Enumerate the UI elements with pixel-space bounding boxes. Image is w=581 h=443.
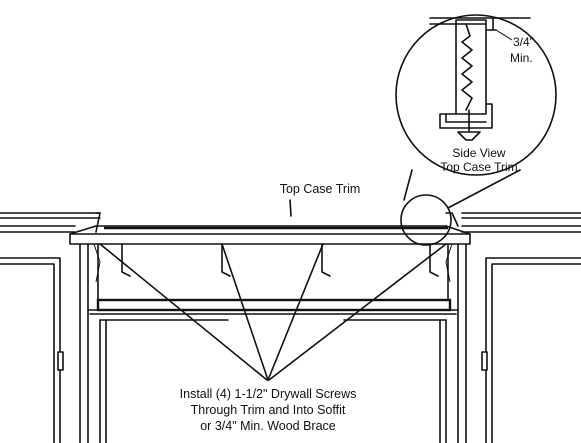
- side-view-label-line2: Top Case Trim: [440, 160, 517, 174]
- side-view-label-line1: Side View: [452, 146, 505, 160]
- install-note-line1: Install (4) 1-1/2" Drywall Screws: [180, 387, 357, 401]
- dimension-label-line1: 3/4": [513, 35, 534, 49]
- top-case-trim: [69, 212, 471, 245]
- install-note: Install (4) 1-1/2" Drywall Screws Throug…: [150, 384, 390, 440]
- install-note-line3: or 3/4" Min. Wood Brace: [200, 419, 336, 433]
- detail-magnifier: [400, 169, 521, 246]
- install-note-line2: Through Trim and Into Soffit: [191, 403, 346, 417]
- dimension-label-line2: Min.: [510, 51, 533, 65]
- appliance-body: [79, 243, 467, 443]
- soffit-lines: [0, 212, 581, 233]
- top-case-trim-label: Top Case Trim: [280, 182, 361, 196]
- top-case-trim-callout: Top Case Trim: [280, 182, 361, 217]
- right-cabinet-door: [481, 257, 581, 443]
- screw-pointer-lines: [99, 243, 447, 381]
- left-cabinet-door: [0, 257, 64, 443]
- side-view-detail: 3/4" Min. Side View Top Case Trim: [395, 14, 557, 176]
- trim-clips: [121, 243, 439, 277]
